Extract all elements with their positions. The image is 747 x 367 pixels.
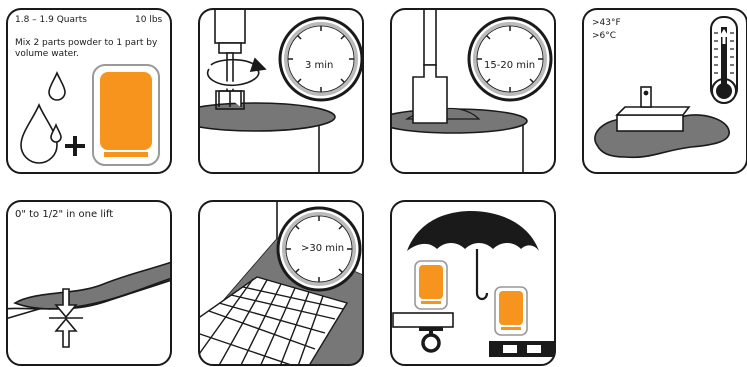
mix-quantity-text: 1.8 – 1.9 Quarts bbox=[15, 15, 87, 25]
mixing-time-label: 3 min bbox=[305, 60, 334, 71]
panel-tile-ready-time: >30 min bbox=[197, 199, 365, 367]
mix-instruction-text: Mix 2 parts powder to 1 part by volume w… bbox=[15, 38, 158, 59]
panel-mixing-time: 3 min bbox=[197, 7, 365, 175]
panel-application-temperature: >43°F >6°C bbox=[581, 7, 747, 175]
umbrella-icon bbox=[407, 211, 539, 301]
rotation-arrow-icon bbox=[204, 57, 267, 89]
tile-grid-icon bbox=[199, 276, 349, 365]
keep-dry-icon bbox=[392, 312, 454, 353]
panel-mix-ratio: 1.8 – 1.9 Quarts 10 lbs Mix 2 parts powd… bbox=[5, 7, 173, 175]
panel-layer-thickness: 0" to 1/2" in one lift bbox=[5, 199, 173, 367]
timer-icon bbox=[276, 206, 362, 292]
panel-storage-illustration bbox=[390, 200, 556, 366]
thermometer-icon bbox=[710, 16, 738, 104]
temperature-celsius: >6°C bbox=[592, 31, 617, 41]
panel-temperature-illustration bbox=[582, 8, 747, 174]
timer-icon bbox=[467, 16, 553, 102]
thickness-arrows-icon bbox=[49, 288, 83, 348]
powder-bag-icon bbox=[494, 286, 528, 336]
temperature-fahrenheit: >43°F bbox=[592, 18, 621, 28]
thickness-text: 0" to 1/2" in one lift bbox=[15, 209, 114, 220]
slaking-time-label: 15-20 min bbox=[484, 60, 536, 71]
panel-mixing-time-illustration bbox=[198, 8, 364, 174]
trowel-icon bbox=[615, 86, 691, 132]
panel-thickness-illustration bbox=[6, 200, 172, 366]
water-drops-icon bbox=[20, 70, 66, 164]
paddle-icon bbox=[412, 9, 448, 124]
panel-slaking-time-illustration bbox=[390, 8, 556, 174]
powder-bag-icon bbox=[414, 260, 448, 310]
panel-slaking-time: 15-20 min bbox=[389, 7, 557, 175]
panel-tile-illustration bbox=[198, 200, 364, 366]
tile-ready-time-label: >30 min bbox=[301, 243, 345, 254]
powder-bag-icon bbox=[92, 64, 160, 166]
plus-icon bbox=[65, 136, 85, 156]
drill-mixer-icon bbox=[214, 9, 246, 110]
timer-icon bbox=[278, 16, 364, 102]
panel-storage bbox=[389, 199, 557, 367]
pallet-icon bbox=[489, 341, 555, 357]
panel-mix-ratio-illustration bbox=[6, 8, 172, 174]
mix-weight-text: 10 lbs bbox=[135, 15, 163, 25]
